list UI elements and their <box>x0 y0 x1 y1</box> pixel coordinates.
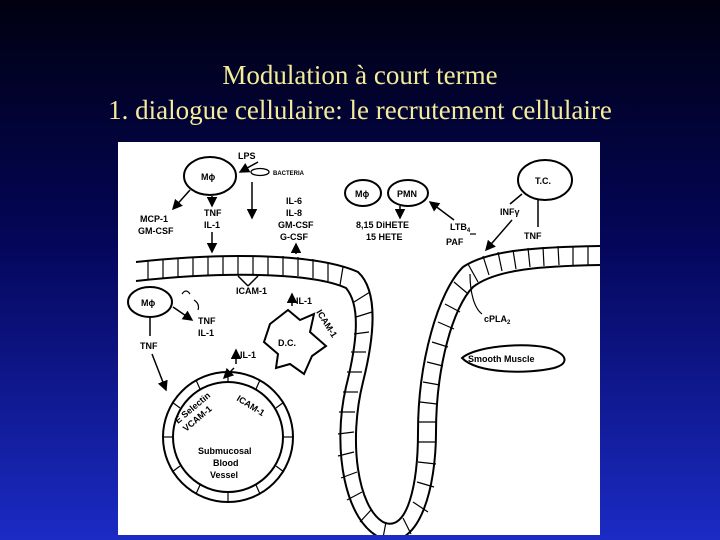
bacteria-icon <box>251 169 269 176</box>
epithelium-outer-edge <box>136 246 600 524</box>
tnf-right-label: TNF <box>524 231 542 241</box>
il1-right-label: IL-1 <box>296 296 312 306</box>
vessel-label-line2: Blood <box>213 458 239 468</box>
gmcsf-left-label: GM-CSF <box>138 226 174 236</box>
gcsf-label: G-CSF <box>280 232 309 242</box>
gmcsf-mid-label: GM-CSF <box>278 220 314 230</box>
tc-arrow-1 <box>510 194 522 204</box>
slide-title: Modulation à court terme 1. dialogue cel… <box>0 58 720 128</box>
small-curl-2 <box>194 300 199 310</box>
title-line-2: 1. dialogue cellulaire: le recrutement c… <box>0 93 720 128</box>
macrophage-left-label: Mϕ <box>141 298 155 308</box>
dihete-label: 8,15 DiHETE <box>356 220 409 230</box>
blood-vessel <box>163 372 293 502</box>
dc-label: D.C. <box>278 338 296 348</box>
il1-top-label: IL-1 <box>204 220 220 230</box>
icam1-top-arrow-b <box>248 276 258 286</box>
bacteria-label: BACTERIA <box>273 171 305 177</box>
cpla2-curve <box>470 274 482 314</box>
vessel-label-line1: Submucosal <box>198 446 252 456</box>
infy-arrow <box>486 220 512 250</box>
small-curl-1 <box>182 291 190 294</box>
infy-label: INFγ <box>500 207 520 217</box>
macrophage-left-to-tnf-arrow <box>173 307 192 320</box>
paf-label: PAF <box>446 237 464 247</box>
il6-label: IL-6 <box>286 196 302 206</box>
diagram-figure: Mϕ LPS BACTERIA MCP-1 GM-CSF TNF IL-1 IL… <box>118 142 600 535</box>
icam1-top-label: ICAM-1 <box>236 286 267 296</box>
cpla2-label: cPLA2 <box>484 314 511 326</box>
title-line-1: Modulation à court terme <box>0 58 720 93</box>
ltb4-label: LTB4 <box>450 222 471 234</box>
tnf-left-label: TNF <box>140 341 158 351</box>
pmn-label: PMN <box>397 189 417 199</box>
lps-arrow <box>240 162 258 172</box>
il1-mid-label: IL-1 <box>198 328 214 338</box>
tnf-mid-label: TNF <box>198 316 216 326</box>
il1-lower-label: IL-1 <box>240 350 256 360</box>
smooth-muscle-label: Smooth Muscle <box>468 354 535 364</box>
tc-label: T.C. <box>535 176 551 186</box>
icam1-dc-label: ICAM-1 <box>314 308 339 340</box>
tnf-top-label: TNF <box>204 208 222 218</box>
lps-label: LPS <box>238 151 256 161</box>
icam1-vessel-label: ICAM-1 <box>235 393 267 418</box>
vessel-label-line3: Vessel <box>210 470 238 480</box>
tnf-left-arrow <box>152 354 166 390</box>
mcp1-arrow <box>173 190 190 209</box>
il8-label: IL-8 <box>286 208 302 218</box>
macrophage-right-label: Mϕ <box>355 189 369 199</box>
macrophage-top-label: Mϕ <box>201 172 215 182</box>
diagram-svg: Mϕ LPS BACTERIA MCP-1 GM-CSF TNF IL-1 IL… <box>118 142 600 535</box>
mcp1-label: MCP-1 <box>140 214 168 224</box>
icam1-top-arrow-a <box>238 276 248 286</box>
hete-label: 15 HETE <box>366 232 403 242</box>
ltb4-arrow <box>430 202 454 220</box>
